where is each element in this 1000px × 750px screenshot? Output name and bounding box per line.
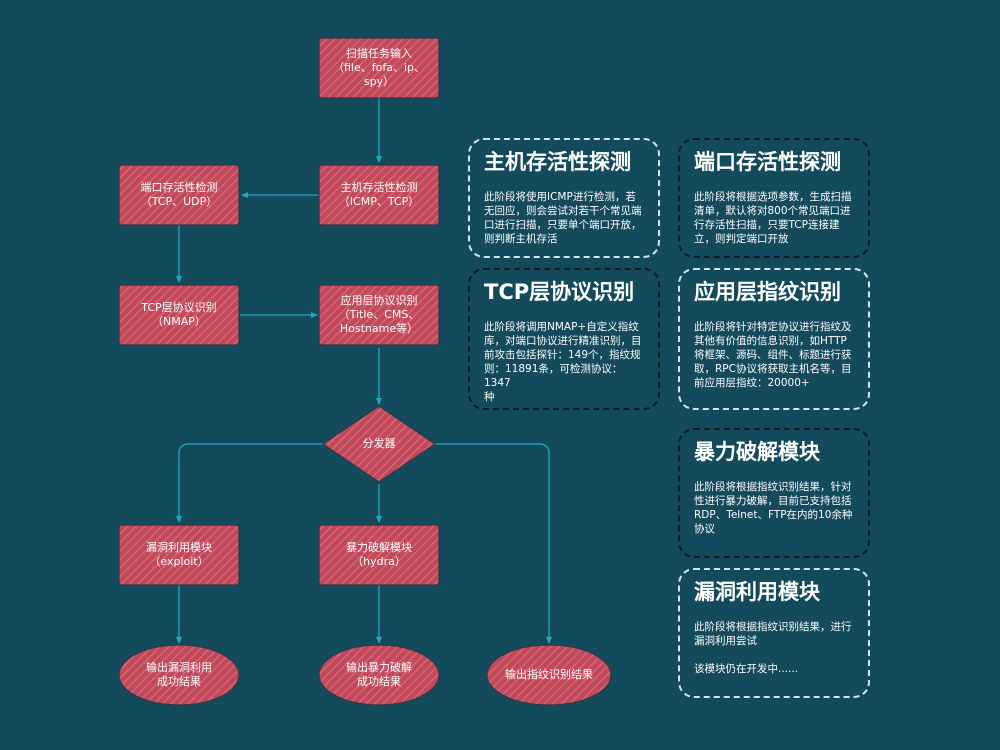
card-brute-body: 此阶段将根据指纹识别结果，针对 性进行暴力破解，目前已支持包括 RDP、Teln… (694, 481, 853, 535)
card-app-fingerprint: 应用层指纹识别 此阶段将针对特定协议进行指纹及 其他有价值的信息识别，如HTTP… (678, 268, 870, 410)
brute-module-box (318, 524, 440, 586)
port-alive-box (118, 164, 240, 226)
card-host-body: 此阶段将使用ICMP进行检测，若 无回应，则会尝试对若干个常见端 口进行扫描，只… (484, 191, 642, 245)
card-port-title: 端口存活性探测 (694, 150, 841, 174)
card-brute-title: 暴力破解模块 (694, 440, 820, 464)
out-exploit-ellipse (118, 644, 240, 706)
card-vuln-note: 该模块仍在开发中...... (694, 663, 799, 675)
card-tcp-protocol: TCP层协议识别 此阶段将调用NMAP+自定义指纹 库，对端口协议进行精准识别，… (468, 268, 660, 410)
card-host-title: 主机存活性探测 (484, 150, 631, 174)
scan-input-box (318, 37, 440, 99)
arrow-dispatcher-to-exploit (176, 443, 324, 523)
app-proto-box (318, 284, 440, 346)
tcp-proto-box (118, 284, 240, 346)
host-alive-box (318, 164, 440, 226)
card-vuln-body: 此阶段将根据指纹识别结果，进行 漏洞利用尝试 (694, 621, 852, 647)
card-host-detection: 主机存活性探测 此阶段将使用ICMP进行检测，若 无回应，则会尝试对若干个常见端… (468, 138, 660, 258)
exploit-module-box (118, 524, 240, 586)
card-app-title: 应用层指纹识别 (694, 280, 841, 304)
card-vuln-exploit: 漏洞利用模块 此阶段将根据指纹识别结果，进行 漏洞利用尝试 该模块仍在开发中..… (678, 568, 870, 698)
out-fingerprint-ellipse (486, 644, 612, 706)
card-port-detection: 端口存活性探测 此阶段将根据选项参数，生成扫描 清单，默认将对800个常见端口进… (678, 138, 870, 258)
card-port-body: 此阶段将根据选项参数，生成扫描 清单，默认将对800个常见端口进 行存活性扫描，… (694, 191, 852, 245)
card-tcp-body: 此阶段将调用NMAP+自定义指纹 库，对端口协议进行精准识别，目 前攻击包括探针… (484, 321, 642, 403)
arrow-dispatcher-to-fingerprint (434, 443, 552, 644)
card-tcp-title: TCP层协议识别 (484, 280, 635, 304)
dispatcher-diamond (321, 405, 437, 483)
card-brute-force: 暴力破解模块 此阶段将根据指纹识别结果，针对 性进行暴力破解，目前已支持包括 R… (678, 428, 870, 558)
card-app-body: 此阶段将针对特定协议进行指纹及 其他有价值的信息识别，如HTTP 将框架、源码、… (694, 321, 852, 389)
out-brute-ellipse (318, 644, 440, 706)
card-vuln-title: 漏洞利用模块 (694, 580, 820, 604)
